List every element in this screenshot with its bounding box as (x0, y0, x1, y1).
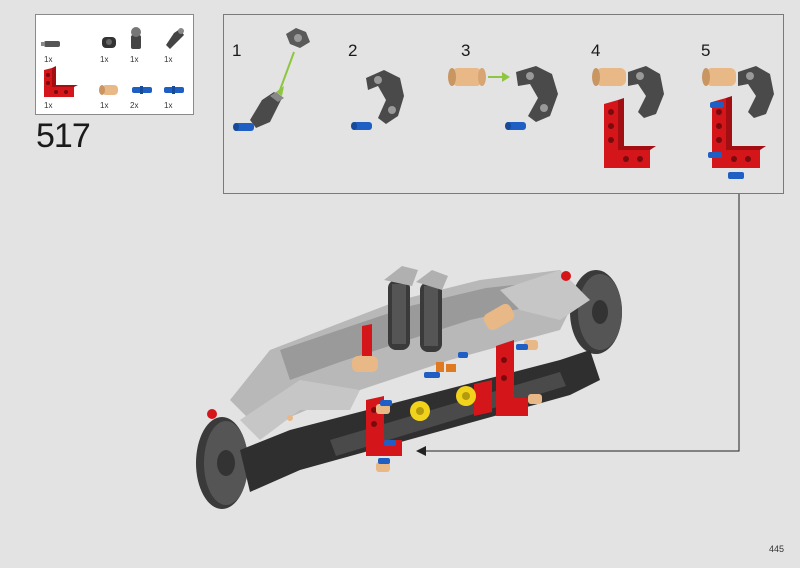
callout-arrow (416, 194, 740, 456)
part-qty: 1x (100, 101, 109, 110)
substep-4-illustration (592, 66, 664, 168)
part-qty: 1x (164, 101, 173, 110)
part-qty: 1x (164, 55, 173, 64)
angle-connector-icon (166, 28, 184, 49)
parts-illustration (41, 27, 184, 97)
substep-number: 1 (232, 41, 242, 60)
substep-number: 5 (701, 41, 711, 60)
substeps-box: 1 2 3 4 5 (223, 14, 784, 194)
blue-pin-icon (132, 86, 152, 94)
substep-number: 4 (591, 41, 601, 60)
substep-number: 2 (348, 41, 358, 60)
tan-bush-icon (99, 85, 118, 95)
substep-3-illustration (448, 66, 558, 130)
substep-2-illustration (351, 70, 404, 130)
l-beam-red-icon (44, 66, 78, 97)
step-number: 517 (36, 117, 91, 155)
part-qty: 1x (44, 55, 53, 64)
parts-list-box: 1x 1x 1x 1x 1x 1x 2x 1x (35, 14, 194, 115)
substep-1-illustration (233, 28, 310, 131)
part-qty: 1x (100, 55, 109, 64)
part-qty: 1x (130, 55, 139, 64)
part-qty: 2x (130, 101, 139, 110)
page-number: 445 (768, 544, 784, 554)
substep-number: 3 (461, 41, 471, 60)
substep-5-illustration (702, 66, 774, 179)
axle-connector-icon (131, 27, 141, 49)
chassis-model (196, 266, 622, 509)
pin-with-friction-icon (41, 41, 60, 47)
part-qty: 1x (44, 101, 53, 110)
axle-pin-icon (102, 37, 116, 48)
blue-axle-pin-icon (164, 86, 184, 94)
